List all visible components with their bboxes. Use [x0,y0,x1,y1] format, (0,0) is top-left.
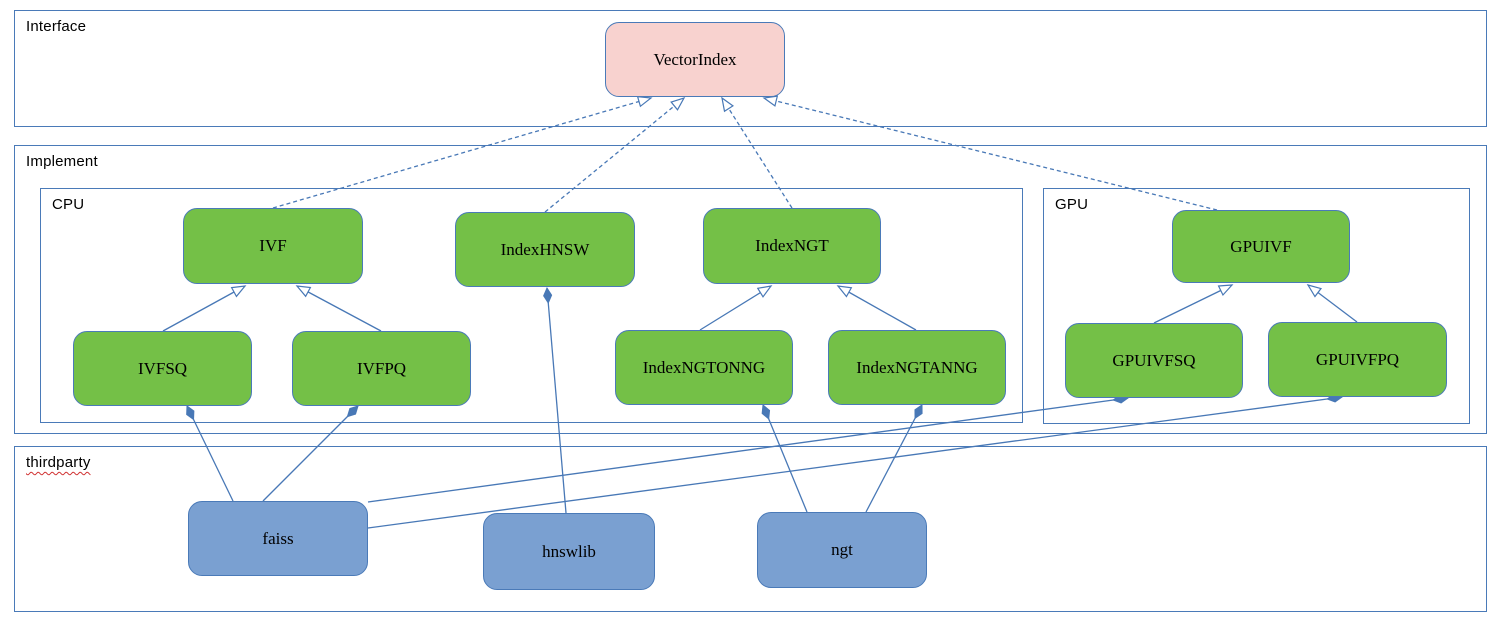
node-gpuivf-label: GPUIVF [1230,236,1292,256]
node-ivf[interactable]: IVF [183,208,363,284]
cpu-group-label: CPU [52,196,85,213]
node-faiss-label: faiss [262,528,294,548]
node-indexngtanng-label: IndexNGTANNG [856,357,978,377]
node-ngt-label: ngt [831,540,853,559]
node-ivf-label: IVF [259,236,287,255]
node-gpuivfsq[interactable]: GPUIVFSQ [1065,323,1243,398]
node-vectorindex-label: VectorIndex [653,49,737,69]
node-gpuivfpq-label: GPUIVFPQ [1315,349,1400,369]
node-indexngtonng-label: IndexNGTONNG [642,357,766,377]
node-hnswlib-label: hnswlib [542,541,596,561]
node-indexngt[interactable]: IndexNGT [703,208,881,284]
gpu-group-label: GPU [1055,196,1089,213]
implement-group-label: Implement [26,153,98,170]
node-indexngtonng[interactable]: IndexNGTONNG [615,330,793,405]
node-vectorindex[interactable]: VectorIndex [605,22,785,97]
node-ivfsq[interactable]: IVFSQ [73,331,252,406]
node-indexngtanng[interactable]: IndexNGTANNG [828,330,1006,405]
node-indexhnsw[interactable]: IndexHNSW [455,212,635,287]
node-indexhnsw-label: IndexHNSW [500,239,590,259]
node-faiss[interactable]: faiss [188,501,368,576]
node-gpuivfpq[interactable]: GPUIVFPQ [1268,322,1447,397]
node-ivfpq-label: IVFPQ [356,358,407,378]
node-gpuivf[interactable]: GPUIVF [1172,210,1350,283]
interface-group-label: Interface [26,18,87,35]
node-ngt[interactable]: ngt [757,512,927,588]
node-gpuivfsq-label: GPUIVFSQ [1112,350,1196,370]
thirdparty-group-label: thirdparty [26,454,91,471]
node-hnswlib[interactable]: hnswlib [483,513,655,590]
node-indexngt-label: IndexNGT [755,236,829,255]
node-ivfpq[interactable]: IVFPQ [292,331,471,406]
node-ivfsq-label: IVFSQ [137,358,188,378]
